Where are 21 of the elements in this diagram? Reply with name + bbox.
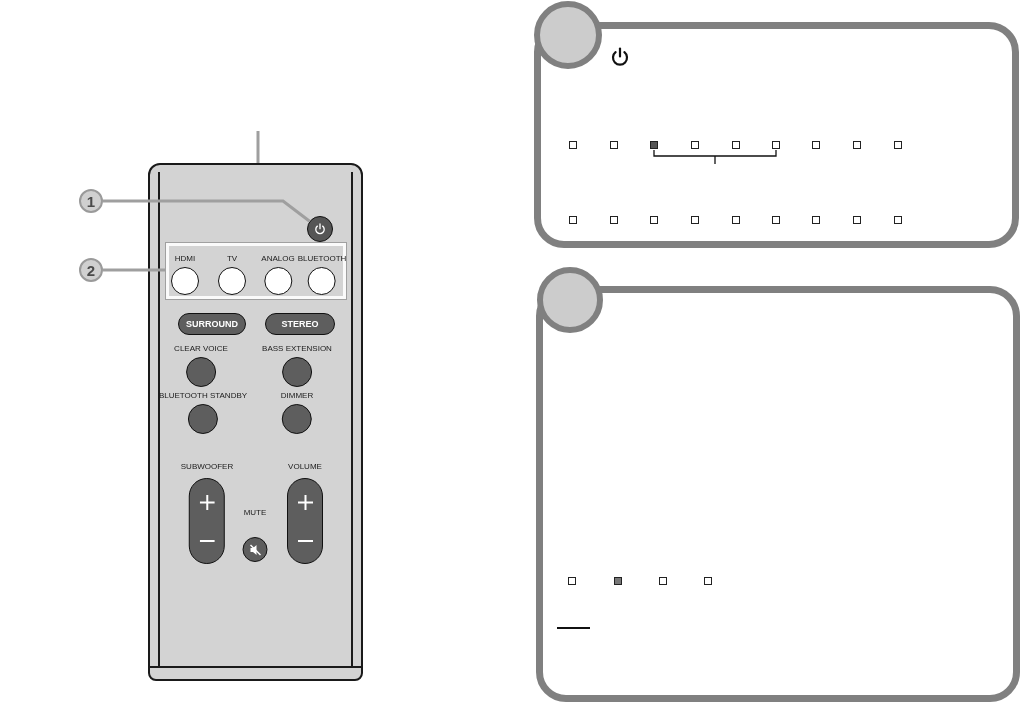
button-label: ANALOG [261,254,295,264]
button-label: HDMI [174,254,196,264]
power-button [307,216,333,242]
button-label: BLUETOOTH [297,254,347,264]
pill-button: STEREO [265,313,335,335]
button-label: CLEAR VOICE [174,344,228,354]
button-label: VOLUME [288,462,322,472]
callout-number: 1 [79,189,103,213]
pill-button: SURROUND [178,313,246,335]
button-label: TV [226,254,238,264]
callout-number: 2 [79,258,103,282]
remote-control [148,163,363,681]
leader-line [256,131,260,163]
button-label: MUTE [243,508,267,518]
button-label: BASS EXTENSION [262,344,332,354]
leader-line [103,268,166,272]
button-label: DIMMER [280,391,314,401]
leader-line [103,199,311,223]
button-label: SUBWOOFER [180,462,234,472]
button-label: BLUETOOTH STANDBY [158,391,248,401]
button-group-frame [166,243,346,299]
